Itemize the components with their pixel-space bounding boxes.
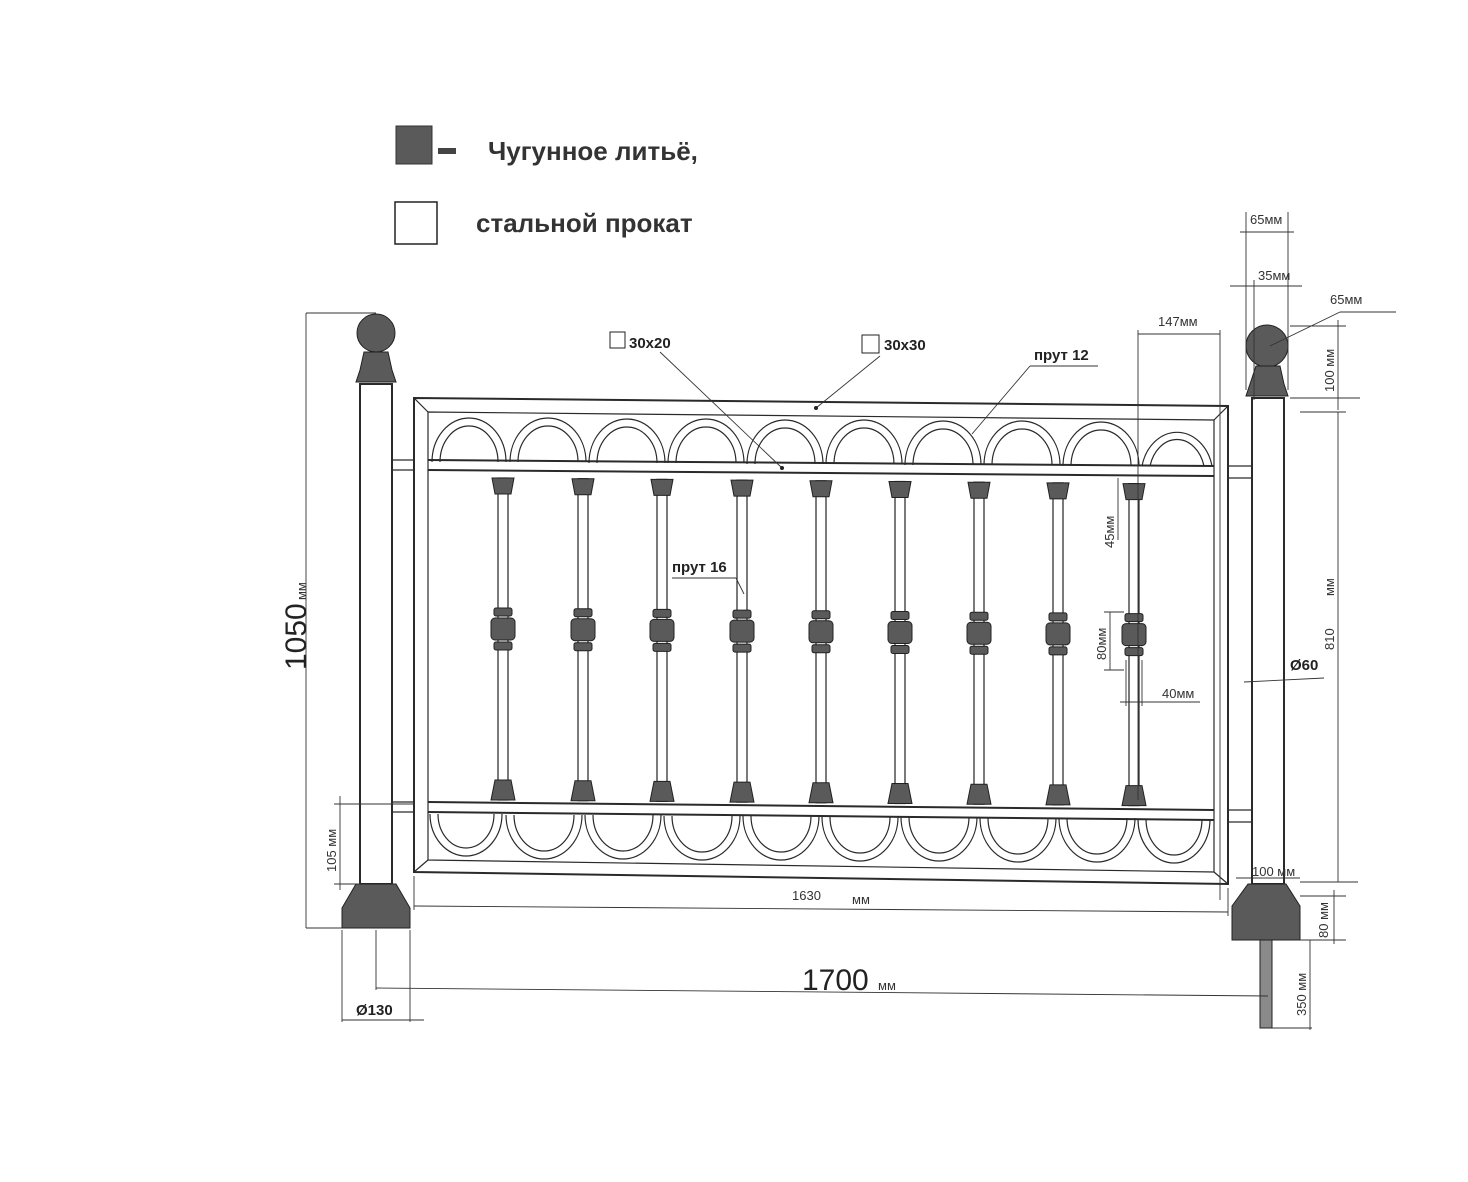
baluster bbox=[1045, 482, 1071, 806]
dim-65-top: 65мм bbox=[1250, 212, 1282, 227]
upper-arches bbox=[431, 417, 1213, 467]
dim-80: 80мм bbox=[1094, 628, 1109, 660]
baluster bbox=[808, 480, 834, 804]
dim-diameter-130: Ø130 bbox=[356, 1002, 393, 1019]
dim-100-base: 100 мм bbox=[1252, 864, 1295, 879]
legend-cast-iron-label: Чугунное литьё, bbox=[488, 136, 698, 166]
baluster bbox=[1121, 483, 1147, 807]
baluster bbox=[570, 478, 596, 802]
label-rod-16: прут 16 bbox=[672, 559, 727, 576]
panel-frame bbox=[413, 396, 1229, 886]
baluster bbox=[649, 478, 675, 802]
dim-100-finial: 100 мм bbox=[1322, 349, 1337, 392]
legend-steel-swatch bbox=[394, 201, 438, 245]
dim-total-height: 1050 bbox=[280, 603, 313, 670]
legend-cast-iron-dash bbox=[438, 148, 456, 154]
dim-810-unit: мм bbox=[1322, 578, 1337, 596]
dim-105: 105 мм bbox=[324, 829, 339, 872]
dim-panel-width: 1630 bbox=[792, 888, 821, 903]
dim-total-height-unit: мм bbox=[294, 582, 309, 600]
dim-350: 350 мм bbox=[1294, 973, 1309, 1016]
legend: Чугунное литьё, стальной прокат bbox=[394, 125, 698, 245]
foundation-pillar bbox=[1259, 939, 1273, 1029]
dim-post-spacing-unit: мм bbox=[878, 978, 896, 993]
dim-35: 35мм bbox=[1258, 268, 1290, 283]
label-rod-12: прут 12 bbox=[1034, 347, 1089, 364]
dim-post-spacing: 1700 bbox=[802, 964, 869, 997]
lower-arches bbox=[429, 813, 1211, 864]
baluster bbox=[887, 480, 913, 805]
dimensions: 1050 мм 105 мм Ø130 1630 мм 1700 мм 147м… bbox=[280, 212, 1396, 1030]
right-post bbox=[1231, 324, 1301, 1029]
dim-panel-width-unit: мм bbox=[852, 892, 870, 907]
dim-finial-65: 65мм bbox=[1330, 292, 1362, 307]
legend-cast-iron-swatch bbox=[395, 125, 433, 165]
callouts: 30х20 30х30 прут 12 прут 16 bbox=[609, 331, 1098, 595]
dim-45: 45мм bbox=[1102, 516, 1117, 548]
dim-80-base: 80 мм bbox=[1316, 902, 1331, 938]
legend-steel-label: стальной прокат bbox=[476, 208, 693, 238]
baluster bbox=[729, 479, 755, 803]
left-post bbox=[341, 313, 411, 929]
dim-diameter-60: Ø60 bbox=[1290, 657, 1318, 674]
dim-147: 147мм bbox=[1158, 314, 1198, 329]
dim-40: 40мм bbox=[1162, 686, 1194, 701]
baluster bbox=[490, 477, 516, 801]
label-30x30: 30х30 bbox=[884, 337, 926, 354]
balusters bbox=[490, 477, 1147, 807]
dim-810: 810 bbox=[1322, 628, 1337, 650]
label-30x20: 30х20 bbox=[629, 335, 671, 352]
baluster bbox=[966, 481, 992, 805]
